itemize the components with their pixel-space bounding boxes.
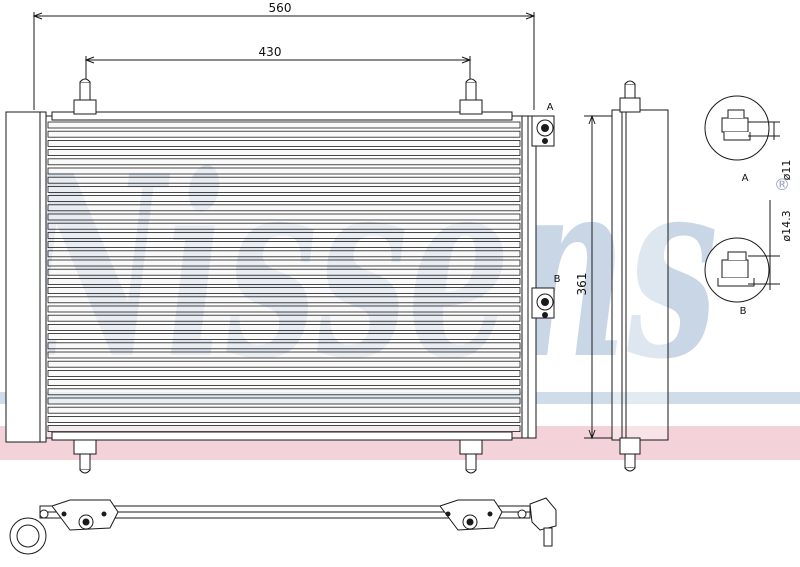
right-tank: [521, 115, 537, 439]
mount-pin-icon: [73, 78, 97, 115]
dimension-port-spacing: [84, 56, 472, 88]
core-tube: [47, 406, 521, 414]
core-tube: [47, 351, 521, 359]
core-tube: [47, 379, 521, 387]
mount-pin-icon: [459, 78, 483, 115]
core-tube: [47, 415, 521, 423]
core-tube: [47, 333, 521, 341]
fitting-a-icon: [531, 115, 555, 147]
core-tube: [47, 231, 521, 239]
top-rail: [51, 111, 513, 121]
core-tube: [47, 241, 521, 249]
mount-pin-icon: [73, 439, 97, 474]
core-tube: [47, 204, 521, 212]
core-tube: [47, 397, 521, 405]
bracket-icon: [9, 497, 557, 555]
dimension-port-spacing-label: 430: [259, 45, 282, 59]
core-tube: [47, 314, 521, 322]
core-tube: [47, 139, 521, 147]
dimension-overall-width: [32, 12, 536, 110]
core-tube: [47, 287, 521, 295]
core-tube: [47, 277, 521, 285]
core-tube: [47, 176, 521, 184]
core-tube: [47, 369, 521, 377]
core-tube: [47, 121, 521, 129]
detail-b: [704, 200, 780, 303]
core-tube: [47, 268, 521, 276]
condenser-side-view: [611, 80, 669, 472]
left-tank: [5, 111, 47, 443]
core-tube: [47, 130, 521, 138]
core-fins: [47, 121, 521, 433]
core-tube: [47, 388, 521, 396]
diameter-b-label: ø14.3: [780, 210, 793, 241]
dimension-overall-width-label: 560: [269, 1, 292, 15]
core-tube: [47, 296, 521, 304]
bottom-rail: [51, 431, 513, 441]
core-tube: [47, 425, 521, 433]
dimension-core-height: [584, 114, 612, 440]
core-tube: [47, 250, 521, 258]
core-tube: [47, 360, 521, 368]
watermark-registered-mark: ®: [774, 175, 790, 194]
core-tube: [47, 213, 521, 221]
core-tube: [47, 185, 521, 193]
core-tube: [47, 149, 521, 157]
core-tube: [47, 323, 521, 331]
core-tube: [47, 222, 521, 230]
dimension-core-height-label: 361: [575, 273, 589, 296]
core-tube: [47, 158, 521, 166]
detail-b-label: B: [740, 306, 747, 317]
port-b-label: B: [554, 274, 561, 285]
detail-a: [704, 95, 780, 161]
core-tube: [47, 167, 521, 175]
port-a-label: A: [547, 102, 554, 113]
diameter-a-label: ø11: [780, 160, 793, 181]
core-tube: [47, 342, 521, 350]
core-tube: [47, 259, 521, 267]
fitting-b-icon: [531, 287, 555, 319]
core-tube: [47, 305, 521, 313]
detail-a-label: A: [742, 173, 749, 184]
core-tube: [47, 195, 521, 203]
mount-pin-icon: [459, 439, 483, 474]
condenser-front-view: [5, 78, 555, 474]
